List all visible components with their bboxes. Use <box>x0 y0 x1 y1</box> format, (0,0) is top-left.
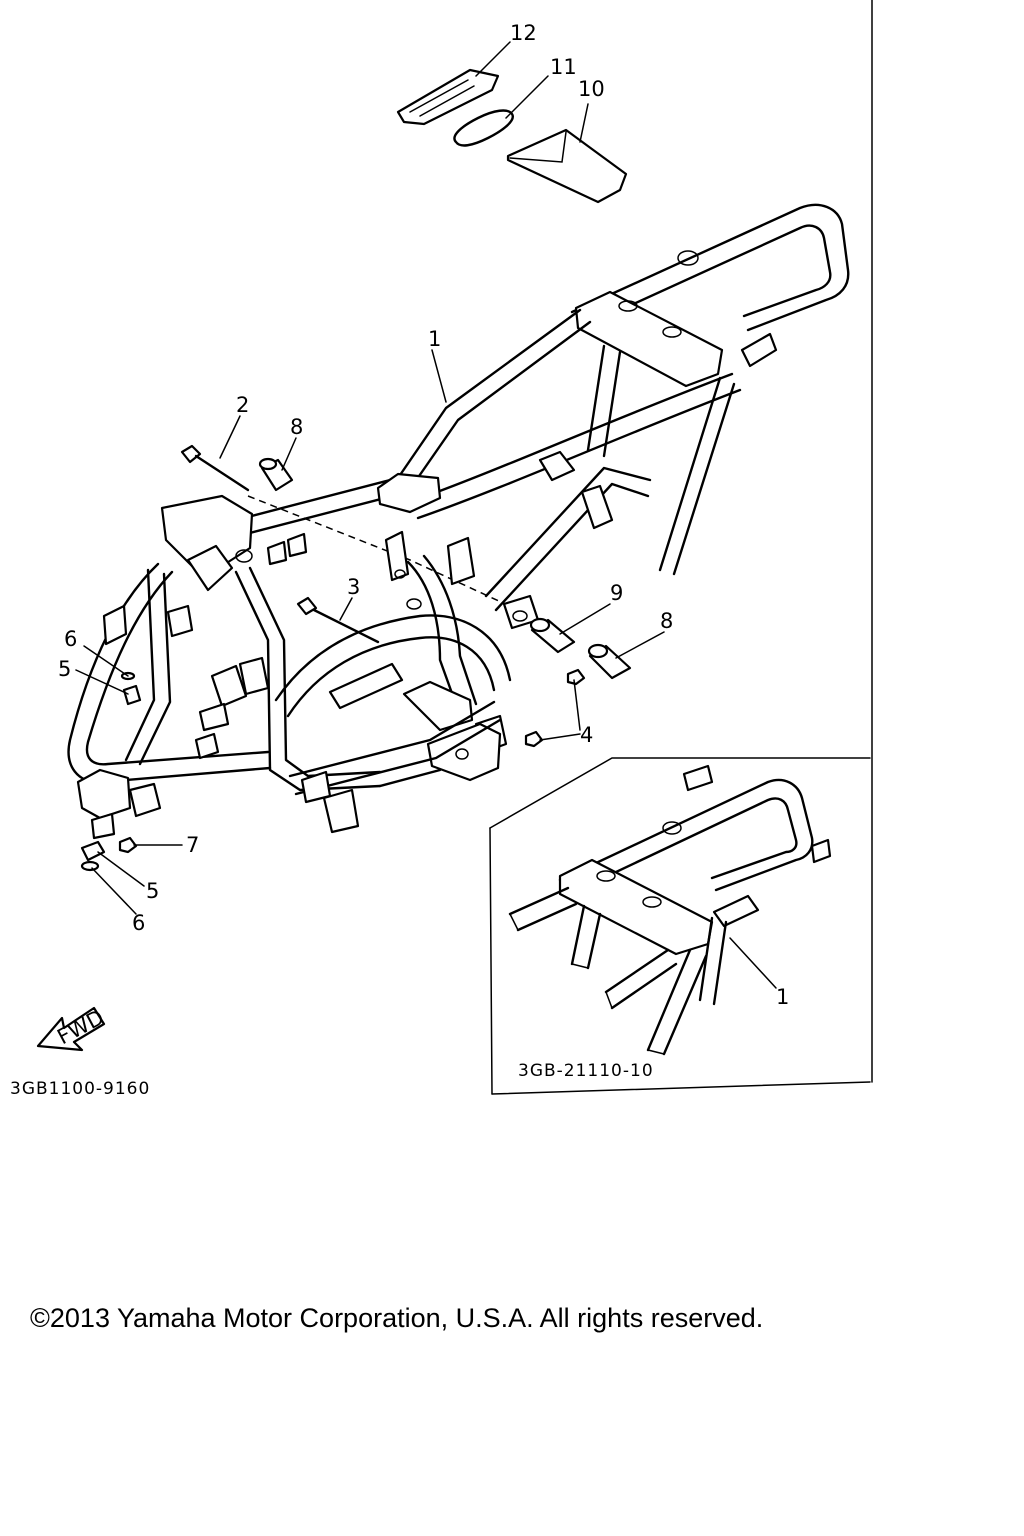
callout-2: 2 <box>236 393 249 417</box>
grommet-5-part <box>80 684 142 862</box>
bolt-3-part <box>296 596 380 644</box>
bolt-7-part <box>118 836 138 854</box>
fwd-label: FWD <box>53 1005 108 1049</box>
callout-6-lower: 6 <box>132 911 145 935</box>
callout-9: 9 <box>610 581 623 605</box>
callout-10: 10 <box>578 77 605 101</box>
callout-3: 3 <box>347 575 360 599</box>
inset-box <box>489 757 871 1095</box>
callout-4: 4 <box>580 723 593 747</box>
inset-diagram-code: 3GB-21110-10 <box>518 1061 654 1081</box>
callout-8-lower: 8 <box>660 609 673 633</box>
callout-5-lower: 5 <box>146 879 159 903</box>
copyright-notice: ©2013 Yamaha Motor Corporation, U.S.A. A… <box>30 1303 764 1333</box>
bolt-2-part <box>180 444 250 492</box>
callout-11: 11 <box>550 55 577 79</box>
callout-1-inset: 1 <box>776 985 789 1009</box>
main-diagram-code: 3GB1100-9160 <box>10 1079 150 1099</box>
nut-4-part <box>524 668 586 748</box>
callout-12: 12 <box>510 21 537 45</box>
document-pouch-part <box>506 128 628 204</box>
callout-5-upper: 5 <box>58 657 71 681</box>
collar-8-lower-part <box>587 643 632 680</box>
main-frame-part <box>67 203 850 840</box>
callout-7: 7 <box>186 833 199 857</box>
callout-6-upper: 6 <box>64 627 77 651</box>
forward-arrow-icon <box>36 1006 106 1052</box>
band-part <box>453 109 514 147</box>
tool-holder-part <box>396 68 500 126</box>
callout-8-upper: 8 <box>290 415 303 439</box>
collar-8-upper-part <box>258 457 294 492</box>
inset-frame-variant-part <box>508 764 832 1056</box>
callout-1: 1 <box>428 327 441 351</box>
collar-9-part <box>529 617 576 654</box>
leader-lines <box>75 41 777 989</box>
